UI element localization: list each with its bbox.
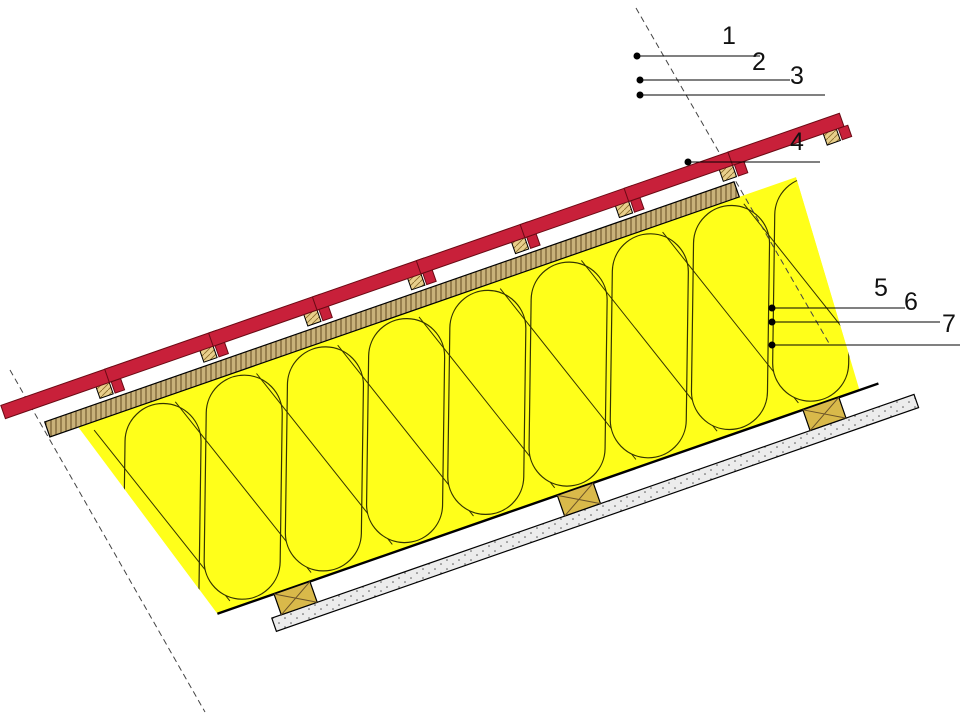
lower-batten-mark	[280, 581, 311, 616]
callout-label-7a: 7	[942, 310, 956, 338]
roof-tile	[727, 112, 845, 166]
callout-1: 1	[633, 22, 760, 60]
roof-boarding	[43, 181, 741, 438]
callout-7a: 7	[768, 310, 960, 349]
callout-label-2: 2	[752, 48, 766, 76]
insulation-roll	[853, 177, 860, 374]
lower-batten-mark	[564, 482, 594, 517]
callout-label-5: 5	[874, 274, 888, 302]
callout-label-6: 6	[904, 288, 918, 316]
callout-label-4: 4	[790, 128, 804, 156]
lower-batten-mark	[809, 396, 840, 431]
section-cut-left	[9, 369, 206, 713]
callout-3: 3	[636, 62, 825, 99]
vapour-barrier	[216, 382, 879, 615]
insulation-lobes	[93, 177, 860, 614]
plasterboard	[271, 393, 920, 633]
roof-layers	[9, 7, 920, 713]
callout-6: 6	[768, 288, 940, 326]
callout-4: 4	[684, 128, 820, 166]
callout-2: 2	[636, 48, 790, 84]
callout-5: 5	[768, 274, 905, 312]
callout-label-3: 3	[790, 62, 804, 90]
callout-label-1: 1	[722, 22, 736, 50]
insulation-line	[824, 177, 860, 347]
tile-nib	[837, 124, 853, 141]
